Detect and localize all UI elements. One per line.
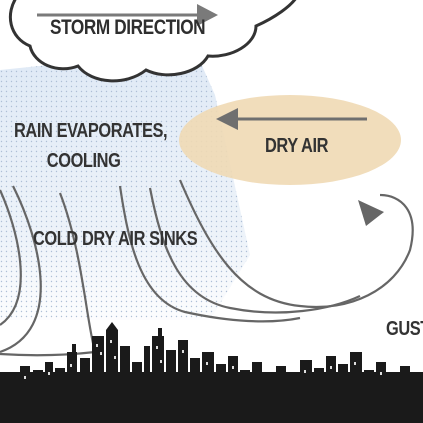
downdraft-line-1 bbox=[0, 189, 22, 326]
storm-arrow-icon bbox=[37, 4, 218, 26]
rain-shaft-dots bbox=[0, 50, 250, 320]
rain-evaporates-label: RAIN EVAPORATES, COOLING bbox=[14, 116, 168, 176]
storm-direction-label: STORM DIRECTION bbox=[50, 16, 206, 39]
downdraft-line-6 bbox=[178, 179, 414, 309]
dry-air-arrow-icon bbox=[216, 108, 367, 130]
rain-evaporates-line2: COOLING bbox=[46, 150, 121, 172]
gust-arrow-icon bbox=[358, 200, 384, 226]
downdraft-line-4 bbox=[118, 185, 301, 323]
storm-cloud bbox=[8, 0, 297, 83]
dry-air-label: DRY AIR bbox=[265, 135, 329, 157]
gust-label: GUST bbox=[386, 318, 423, 340]
cold-dry-air-sinks-label: COLD DRY AIR SINKS bbox=[33, 228, 198, 250]
rain-evaporates-line1: RAIN EVAPORATES, bbox=[14, 120, 168, 142]
downdraft-line-2 bbox=[0, 185, 42, 354]
skyline-windows bbox=[24, 340, 382, 379]
city-skyline bbox=[0, 322, 423, 423]
